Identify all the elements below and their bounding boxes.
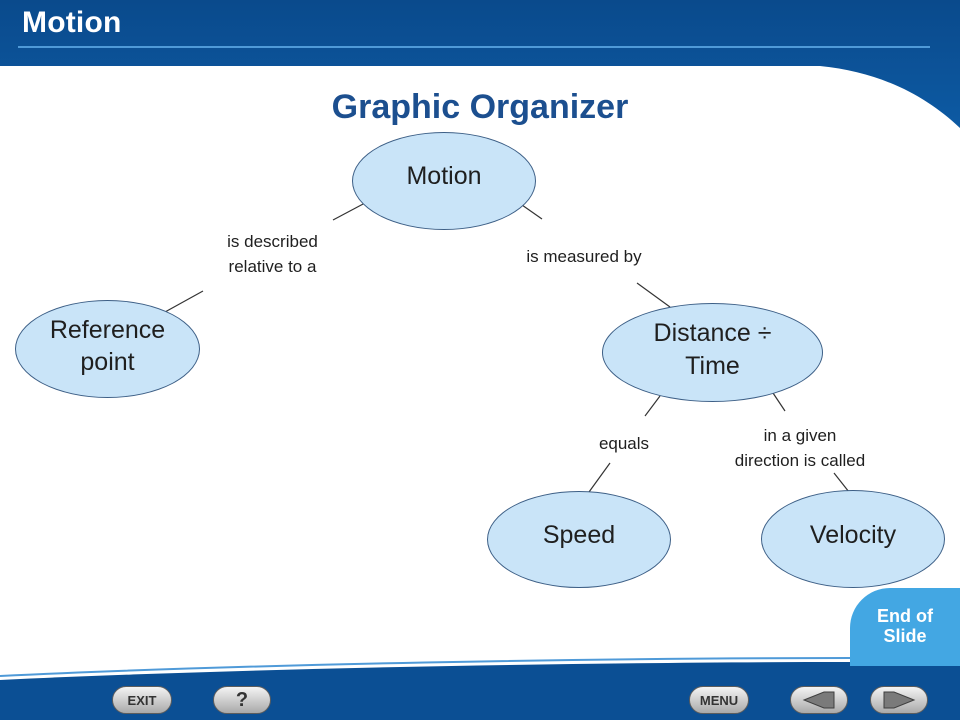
- arrow-right-icon: [883, 691, 916, 709]
- forward-button[interactable]: [870, 686, 928, 714]
- link-label-measured-by-text: is measured by: [526, 247, 642, 266]
- node-reference-point-line-2: point: [80, 348, 135, 376]
- node-speed: Speed: [487, 491, 671, 588]
- link-label-described-relative-line-1: is described: [227, 232, 318, 251]
- exit-button-label: EXIT: [127, 692, 157, 708]
- menu-button[interactable]: MENU: [689, 686, 749, 714]
- link-label-described-relative-line-2: relative to a: [228, 256, 317, 276]
- link-label-equals-text: equals: [598, 434, 650, 453]
- exit-button[interactable]: EXIT: [112, 686, 172, 714]
- link-label-given-direction: in a given direction is called: [700, 424, 900, 473]
- node-reference-point: Reference point: [15, 300, 200, 398]
- back-button[interactable]: [790, 686, 848, 714]
- node-distance-time-line-2: Time: [685, 351, 740, 380]
- node-reference-point-line-1: Reference: [49, 315, 166, 344]
- end-of-slide-line-1: End of: [877, 606, 933, 627]
- menu-button-label: MENU: [699, 692, 739, 708]
- link-label-given-direction-line-2: direction is called: [734, 450, 866, 470]
- help-icon: ?: [235, 688, 249, 711]
- end-of-slide-line-2: Slide: [883, 626, 927, 646]
- link-label-given-direction-line-1: in a given: [763, 426, 837, 445]
- link-label-described-relative: is described relative to a: [190, 230, 355, 279]
- node-distance-time: Distance ÷ Time: [602, 303, 823, 402]
- header-title: Motion: [22, 6, 122, 39]
- node-speed-label: Speed: [542, 521, 616, 550]
- node-motion: Motion: [352, 132, 536, 230]
- node-motion-label: Motion: [406, 161, 482, 190]
- link-label-measured-by: is measured by: [494, 245, 674, 270]
- node-distance-time-line-1: Distance ÷: [653, 319, 772, 347]
- end-of-slide-button[interactable]: End of Slide: [850, 588, 960, 666]
- help-button[interactable]: ?: [213, 686, 271, 714]
- node-velocity-label: Velocity: [809, 520, 897, 549]
- node-velocity: Velocity: [761, 490, 945, 588]
- slide-title: Graphic Organizer: [331, 88, 629, 126]
- link-label-equals: equals: [574, 432, 674, 457]
- arrow-left-icon: [802, 691, 835, 709]
